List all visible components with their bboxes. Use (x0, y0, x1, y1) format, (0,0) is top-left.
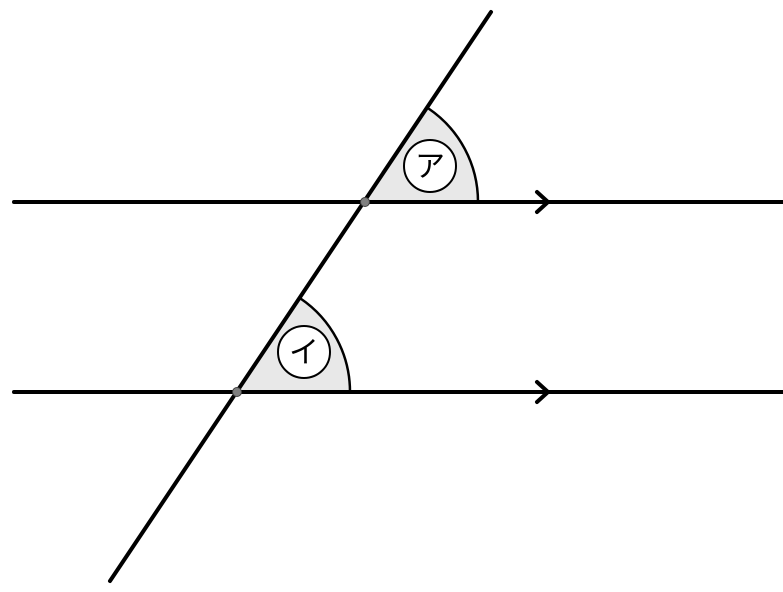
transversal-line (108, 10, 493, 583)
intersection-point-lower (232, 387, 242, 397)
angle-a-arc (427, 107, 480, 203)
angle-i-label-circle (277, 325, 331, 379)
parallel-arrow-lower (535, 380, 550, 404)
angle-a-label: ア (403, 139, 457, 193)
parallel-arrow-upper (535, 190, 550, 214)
intersection-point-upper (360, 197, 370, 207)
angle-i-label-text: イ (289, 336, 319, 371)
angle-i-label: イ (277, 325, 331, 379)
angle-a-label-text: ア (415, 150, 445, 185)
angle-i-arc (299, 297, 352, 393)
angle-a-label-circle (403, 139, 457, 193)
